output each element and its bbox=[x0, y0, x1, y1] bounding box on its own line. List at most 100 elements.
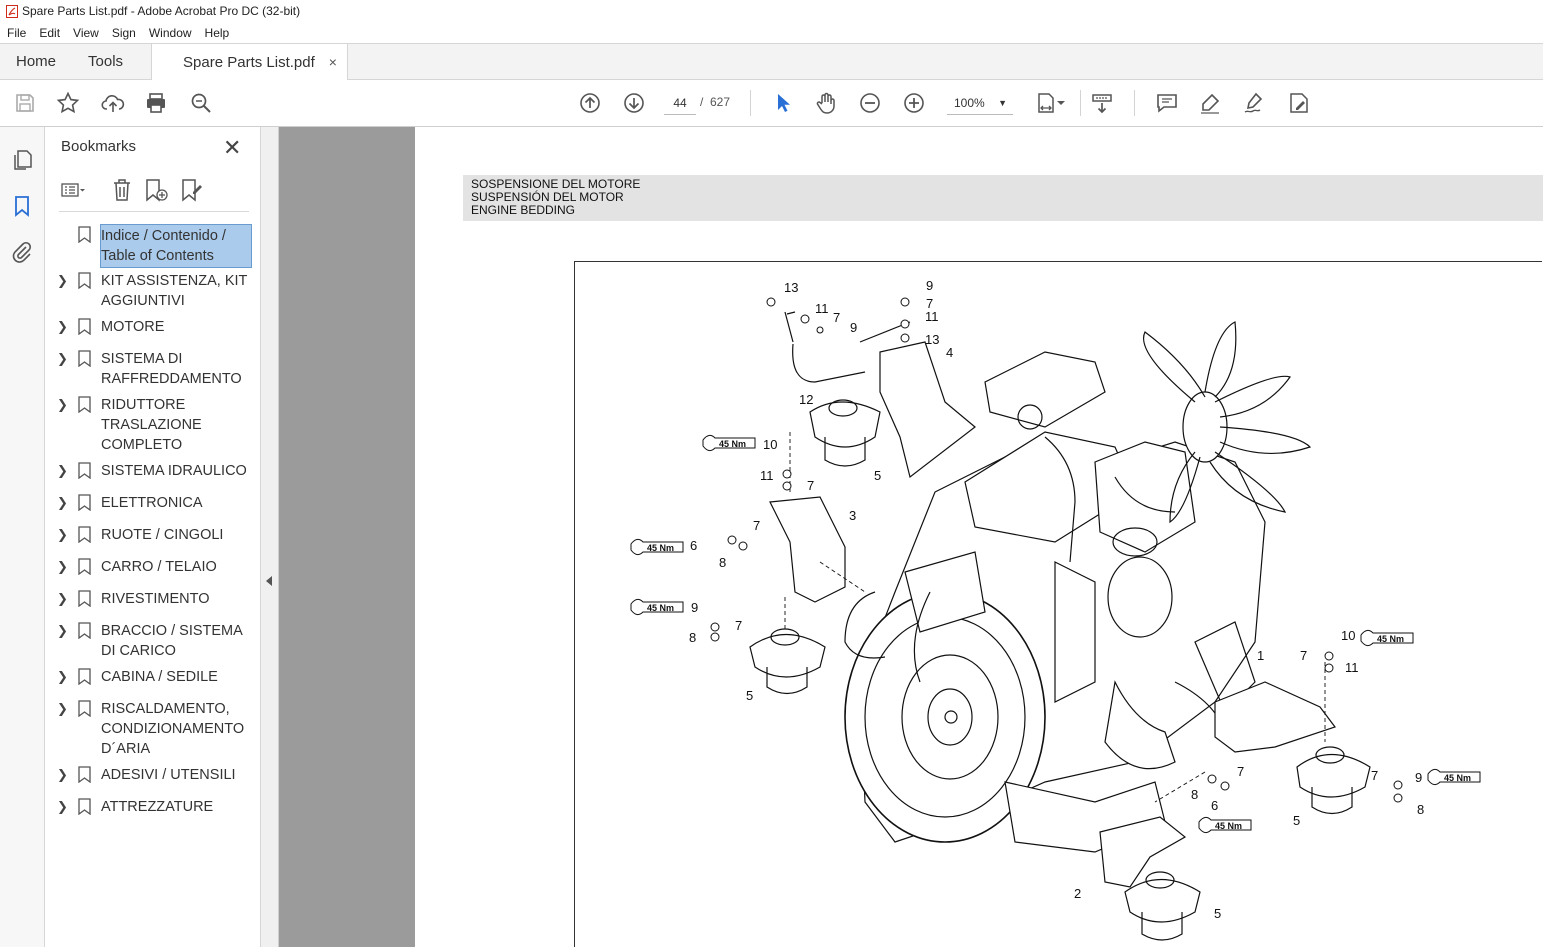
bookmark-item[interactable]: ❯ ATTREZZATURE bbox=[45, 797, 261, 817]
callout: 11 bbox=[1345, 660, 1359, 675]
delete-trash-icon[interactable] bbox=[109, 177, 135, 203]
left-navigation-rail bbox=[0, 127, 45, 947]
attachments-paperclip-icon[interactable] bbox=[10, 240, 34, 264]
tab-document[interactable]: Spare Parts List.pdf × bbox=[151, 44, 348, 80]
page-fit-icon[interactable] bbox=[1033, 90, 1059, 116]
menu-file[interactable]: File bbox=[7, 25, 27, 40]
callout: 10 bbox=[1341, 628, 1355, 643]
callout: 4 bbox=[946, 345, 953, 360]
bookmarks-divider bbox=[59, 211, 249, 212]
bookmark-item[interactable]: ❯ SISTEMA DI RAFFREDDAMENTO bbox=[45, 349, 261, 389]
bookmark-item[interactable]: ❯ KIT ASSISTENZA, KIT AGGIUNTIVI bbox=[45, 271, 261, 311]
bookmark-options-icon[interactable] bbox=[59, 177, 85, 203]
chevron-right-icon[interactable]: ❯ bbox=[57, 669, 68, 684]
chevron-right-icon[interactable]: ❯ bbox=[57, 495, 68, 510]
bookmark-item[interactable]: ❯ ELETTRONICA bbox=[45, 493, 261, 513]
callout: 9 bbox=[850, 320, 857, 335]
callout: 7 bbox=[1371, 768, 1378, 783]
page-number-input[interactable]: 44 bbox=[664, 91, 696, 115]
menu-edit[interactable]: Edit bbox=[39, 25, 61, 40]
page-thumbnails-icon[interactable] bbox=[10, 148, 34, 172]
menu-help[interactable]: Help bbox=[204, 25, 230, 40]
bookmark-label: RIDUTTORE TRASLAZIONE COMPLETO bbox=[101, 397, 202, 453]
zoom-out-icon[interactable] bbox=[857, 90, 883, 116]
search-zoom-icon[interactable] bbox=[188, 90, 214, 116]
collapse-arrow-icon[interactable] bbox=[266, 576, 272, 586]
panel-collapse-splitter[interactable] bbox=[261, 127, 279, 947]
print-icon[interactable] bbox=[143, 90, 169, 116]
tab-close-icon[interactable]: × bbox=[328, 54, 337, 70]
bookmark-label: BRACCIO / SISTEMA DI CARICO bbox=[101, 623, 242, 659]
bookmark-flag-icon bbox=[78, 526, 91, 543]
bookmark-item[interactable]: ❯ RIVESTIMENTO bbox=[45, 589, 261, 609]
bookmark-item[interactable]: ❯ ADESIVI / UTENSILI bbox=[45, 765, 261, 785]
callout: 3 bbox=[849, 508, 856, 523]
chevron-right-icon[interactable]: ❯ bbox=[57, 767, 68, 782]
toolbar-divider bbox=[750, 90, 751, 116]
callout: 10 bbox=[763, 437, 777, 452]
page-total: 627 bbox=[710, 95, 731, 109]
callout: 11 bbox=[815, 301, 829, 316]
torque-label: 45 Nm bbox=[1215, 821, 1242, 831]
bookmarks-panel-icon[interactable] bbox=[10, 194, 34, 218]
save-icon[interactable] bbox=[12, 90, 38, 116]
close-icon[interactable]: ✕ bbox=[223, 135, 242, 160]
tab-tools[interactable]: Tools bbox=[88, 53, 124, 70]
torque-label: 45 Nm bbox=[647, 543, 674, 553]
highlight-pen-icon[interactable] bbox=[1197, 90, 1223, 116]
bookmark-item[interactable]: Indice / Contenido / Table of Contents bbox=[45, 224, 261, 268]
bookmark-item[interactable]: ❯ RUOTE / CINGOLI bbox=[45, 525, 261, 545]
callout: 8 bbox=[689, 630, 696, 645]
chevron-right-icon[interactable]: ❯ bbox=[57, 273, 68, 288]
star-bookmark-icon[interactable] bbox=[55, 90, 81, 116]
callout: 2 bbox=[1074, 886, 1081, 901]
hand-pan-icon[interactable] bbox=[813, 90, 839, 116]
bookmark-flag-icon bbox=[78, 700, 91, 717]
bookmark-item[interactable]: ❯ MOTORE bbox=[45, 317, 261, 337]
chevron-right-icon[interactable]: ❯ bbox=[57, 351, 68, 366]
chevron-right-icon[interactable]: ❯ bbox=[57, 591, 68, 606]
bookmark-item[interactable]: ❯ SISTEMA IDRAULICO bbox=[45, 461, 261, 481]
select-cursor-icon[interactable] bbox=[770, 90, 796, 116]
chevron-right-icon[interactable]: ❯ bbox=[57, 527, 68, 542]
callout: 7 bbox=[807, 478, 814, 493]
callout: 8 bbox=[1191, 787, 1198, 802]
chevron-right-icon[interactable]: ❯ bbox=[57, 559, 68, 574]
chevron-right-icon[interactable]: ❯ bbox=[57, 799, 68, 814]
comment-icon[interactable] bbox=[1154, 90, 1180, 116]
bookmark-item[interactable]: ❯ RISCALDAMENTO, CONDIZIONAMENTO D´ARIA bbox=[45, 699, 261, 759]
bookmark-properties-icon[interactable] bbox=[179, 177, 205, 203]
scroll-mode-icon[interactable] bbox=[1089, 90, 1115, 116]
toolbar-divider bbox=[1134, 90, 1135, 116]
menu-window[interactable]: Window bbox=[148, 25, 192, 40]
chevron-down-icon: ▼ bbox=[998, 98, 1007, 108]
menu-view[interactable]: View bbox=[73, 25, 99, 40]
callout: 5 bbox=[746, 688, 753, 703]
bookmark-item[interactable]: ❯ BRACCIO / SISTEMA DI CARICO bbox=[45, 621, 261, 661]
zoom-in-icon[interactable] bbox=[901, 90, 927, 116]
upload-cloud-icon[interactable] bbox=[100, 90, 126, 116]
callout: 7 bbox=[1237, 764, 1244, 779]
sign-pen-icon[interactable] bbox=[1241, 90, 1267, 116]
next-page-icon[interactable] bbox=[621, 90, 647, 116]
menu-sign[interactable]: Sign bbox=[111, 25, 136, 40]
bookmark-item[interactable]: ❯ CARRO / TELAIO bbox=[45, 557, 261, 577]
tab-home[interactable]: Home bbox=[16, 53, 57, 70]
callout: 11 bbox=[760, 468, 774, 483]
chevron-right-icon[interactable]: ❯ bbox=[57, 319, 68, 334]
chevron-right-icon[interactable]: ❯ bbox=[57, 397, 68, 412]
zoom-level-select[interactable]: 100% ▼ bbox=[947, 91, 1013, 115]
chevron-right-icon[interactable]: ❯ bbox=[57, 463, 68, 478]
new-bookmark-icon[interactable] bbox=[143, 177, 169, 203]
menu-bar: File Edit View Sign Window Help bbox=[0, 22, 1543, 43]
fill-sign-icon[interactable] bbox=[1286, 90, 1312, 116]
bookmark-item[interactable]: ❯ CABINA / SEDILE bbox=[45, 667, 261, 687]
callout: 5 bbox=[1214, 906, 1221, 921]
heading-line-italian: SOSPENSIONE DEL MOTORE bbox=[471, 177, 641, 191]
bookmark-item[interactable]: ❯ RIDUTTORE TRASLAZIONE COMPLETO bbox=[45, 395, 261, 455]
chevron-right-icon[interactable]: ❯ bbox=[57, 623, 68, 638]
chevron-right-icon[interactable]: ❯ bbox=[57, 701, 68, 716]
page-fit-dropdown-icon[interactable] bbox=[1055, 90, 1067, 116]
bookmark-label: RISCALDAMENTO, CONDIZIONAMENTO D´ARIA bbox=[101, 701, 245, 757]
previous-page-icon[interactable] bbox=[577, 90, 603, 116]
